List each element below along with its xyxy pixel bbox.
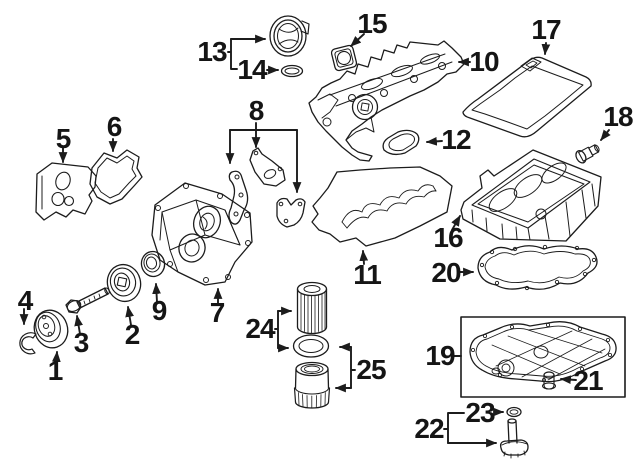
callout-21-label[interactable]: 21	[573, 365, 603, 396]
valve-cover-gasket-right-drawing	[462, 56, 592, 138]
callout-20-label[interactable]: 20	[431, 257, 461, 288]
callout-5-label[interactable]: 5	[55, 123, 72, 154]
callout-14-label[interactable]: 14	[237, 54, 267, 85]
callout-15-label[interactable]: 15	[357, 8, 387, 39]
oil-filter-cap-drawing	[293, 361, 331, 409]
oil-pan-gasket-drawing	[477, 244, 598, 291]
cover-gasket-drawing	[89, 149, 143, 205]
filler-cap-o-ring-drawing	[280, 64, 304, 78]
end-cover-plate-drawing	[35, 162, 97, 221]
callout-1-label[interactable]: 1	[47, 355, 64, 386]
retaining-ring-drawing	[19, 332, 37, 355]
callout-4-label[interactable]: 4	[17, 285, 34, 316]
valve-cover-gasket-drawing	[311, 166, 453, 247]
oil-filler-cap-drawing	[269, 15, 310, 57]
crankshaft-seal-drawing	[140, 250, 166, 278]
callout-9-label[interactable]: 9	[151, 295, 168, 326]
callout-16-label[interactable]: 16	[433, 222, 463, 253]
callout-13-label[interactable]: 13	[197, 36, 227, 67]
pulley-bolt-drawing	[65, 287, 110, 314]
callout-2-label[interactable]: 2	[124, 319, 141, 350]
oil-filter-element-drawing	[296, 281, 328, 335]
filter-o-ring-drawing	[292, 334, 330, 358]
callout-10-label[interactable]: 10	[469, 46, 499, 77]
upper-oil-pan-drawing	[460, 149, 602, 242]
callout-12-label[interactable]: 12	[441, 124, 471, 155]
plug-bolt-drawing	[575, 144, 600, 164]
cap-plug-drawing	[330, 44, 358, 72]
callout-25-label[interactable]: 25	[356, 354, 386, 385]
oval-gasket-drawing	[382, 129, 420, 156]
drain-plug-drawing	[542, 371, 556, 390]
timing-cover-drawing	[151, 182, 253, 286]
callout-6-label[interactable]: 6	[106, 111, 123, 142]
callout-23-label[interactable]: 23	[465, 397, 495, 428]
callout-11-label[interactable]: 11	[353, 259, 382, 290]
vibration-damper-hub-drawing	[106, 263, 142, 303]
seal-o-ring-drawing	[506, 406, 522, 418]
crankshaft-pulley-drawing	[33, 309, 69, 349]
callout-leader-lines	[19, 33, 611, 448]
callout-24-label[interactable]: 24	[245, 313, 275, 344]
callout-8-label[interactable]: 8	[248, 95, 265, 126]
callout-17-label[interactable]: 17	[531, 14, 561, 45]
valve-cover-drawing	[308, 40, 465, 162]
callout-19-label[interactable]: 19	[425, 340, 455, 371]
callout-7-label[interactable]: 7	[209, 297, 226, 328]
plug-assembly-drawing	[499, 418, 529, 459]
callout-18-label[interactable]: 18	[603, 101, 633, 132]
callout-3-label[interactable]: 3	[73, 327, 90, 358]
callout-22-label[interactable]: 22	[414, 413, 444, 444]
chain-guide-brackets-drawing	[228, 147, 306, 228]
